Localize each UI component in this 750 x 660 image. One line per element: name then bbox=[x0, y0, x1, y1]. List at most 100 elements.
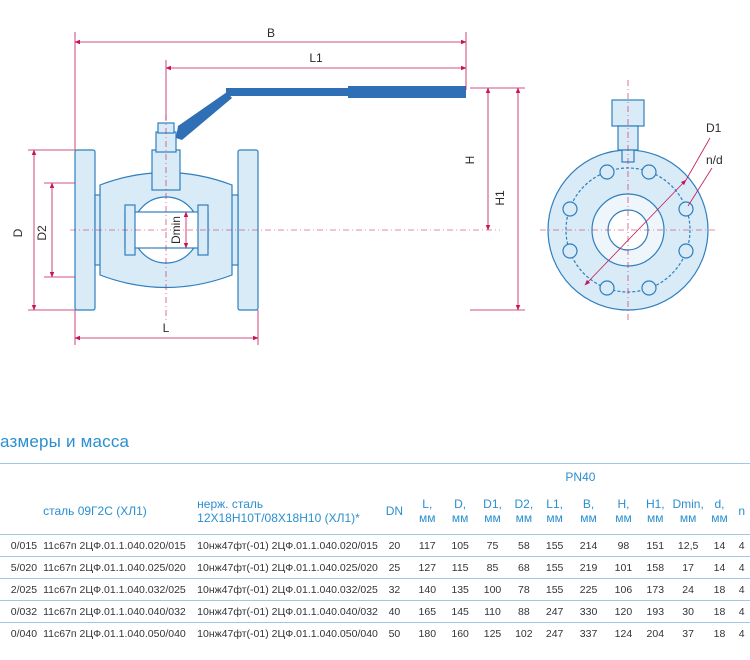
table-cell-b: 337 bbox=[570, 622, 608, 644]
table-cell-b: 214 bbox=[570, 534, 608, 557]
dim-label-h1: H1 bbox=[493, 190, 507, 206]
header-carbon-steel: сталь 09Г2С (ХЛ1) bbox=[43, 504, 147, 518]
header-l: L,мм bbox=[419, 497, 436, 525]
section-title: азмеры и масса bbox=[0, 432, 130, 451]
dim-label-d2: D2 bbox=[35, 225, 49, 241]
header-col1 bbox=[0, 488, 41, 535]
dim-label-l1: L1 bbox=[309, 51, 323, 65]
header-d: D,мм bbox=[451, 497, 469, 525]
table-cell-d: 14 bbox=[705, 534, 734, 557]
pressure-class-label: PN40 bbox=[565, 470, 596, 484]
header-h: H,мм bbox=[615, 497, 632, 525]
table-cell-dn: 40 bbox=[378, 600, 411, 623]
table-cell-d: 14 bbox=[705, 556, 734, 579]
valve-technical-drawing: B L1 H H1 D D2 Dmin L D1 n/d bbox=[11, 26, 723, 345]
header-l1: L1,мм bbox=[546, 497, 563, 525]
table-cell-dmin: 12,5 bbox=[670, 534, 706, 557]
table-cell-l: 127 bbox=[410, 556, 444, 579]
table-cell-dn: 32 bbox=[378, 578, 411, 601]
table-cell-dmin: 17 bbox=[670, 556, 706, 579]
table-cell-d: 18 bbox=[705, 600, 734, 623]
dim-label-h: H bbox=[463, 156, 477, 165]
table-cell-dn: 25 bbox=[378, 556, 411, 579]
table-cell-c2: 11с67п 2ЦФ.01.1.040.050/040 bbox=[41, 622, 196, 644]
table-cell-c3: 10нж47фт(-01) 2ЦФ.01.1.040.020/015 bbox=[195, 534, 378, 557]
table-cell-d2: 88 bbox=[508, 600, 540, 623]
table-cell-d1: 110 bbox=[476, 600, 509, 623]
table-cell-l1: 247 bbox=[539, 600, 571, 623]
table-cell-dmin: 37 bbox=[670, 622, 706, 644]
table-cell-h: 124 bbox=[607, 622, 640, 644]
table-cell-c3: 10нж47фт(-01) 2ЦФ.01.1.040.025/020 bbox=[195, 556, 378, 579]
table-cell-h: 120 bbox=[607, 600, 640, 623]
table-cell-h1: 151 bbox=[639, 534, 671, 557]
dim-label-l: L bbox=[163, 321, 170, 335]
table-cell-d2: 102 bbox=[508, 622, 540, 644]
header-d2: D2,мм bbox=[514, 497, 534, 525]
table-cell-dmin: 30 bbox=[670, 600, 706, 623]
table-cell-d1: 125 bbox=[476, 622, 509, 644]
table-cell-l1: 155 bbox=[539, 578, 571, 601]
table-cell-d1: 75 bbox=[476, 534, 509, 557]
table-cell-c2: 11с67п 2ЦФ.01.1.040.040/032 bbox=[41, 600, 196, 623]
valve-side-view bbox=[74, 122, 259, 311]
table-cell-d: 115 bbox=[443, 556, 477, 579]
table-cell-n: 4 bbox=[733, 534, 750, 557]
table-cell-c1: 2/025 bbox=[0, 578, 42, 601]
dim-label-b: B bbox=[267, 26, 275, 40]
table-cell-h1: 193 bbox=[639, 600, 671, 623]
table-cell-c1: 0/040 bbox=[0, 622, 42, 644]
table-cell-d: 18 bbox=[705, 622, 734, 644]
table-cell-l: 140 bbox=[410, 578, 444, 601]
table-cell-l1: 155 bbox=[539, 556, 571, 579]
table-cell-n: 4 bbox=[733, 622, 750, 644]
table-cell-c1: 0/015 bbox=[0, 534, 42, 557]
table-cell-b: 219 bbox=[570, 556, 608, 579]
dim-label-nd: n/d bbox=[706, 153, 723, 167]
table-cell-h: 98 bbox=[607, 534, 640, 557]
table-cell-c3: 10нж47фт(-01) 2ЦФ.01.1.040.032/025 bbox=[195, 578, 378, 601]
table-cell-l: 165 bbox=[410, 600, 444, 623]
table-cell-d: 18 bbox=[705, 578, 734, 601]
table-cell-l1: 155 bbox=[539, 534, 571, 557]
table-cell-dn: 20 bbox=[378, 534, 411, 557]
header-dmin: Dmin,мм bbox=[672, 497, 704, 525]
table-cell-c1: 0/032 bbox=[0, 600, 42, 623]
table-cell-d2: 78 bbox=[508, 578, 540, 601]
table-cell-c2: 11с67п 2ЦФ.01.1.040.025/020 bbox=[41, 556, 196, 579]
table-cell-l: 180 bbox=[410, 622, 444, 644]
table-cell-d2: 58 bbox=[508, 534, 540, 557]
table-cell-d: 135 bbox=[443, 578, 477, 601]
table-cell-b: 330 bbox=[570, 600, 608, 623]
table-cell-n: 4 bbox=[733, 600, 750, 623]
table-cell-d1: 100 bbox=[476, 578, 509, 601]
table-cell-l: 117 bbox=[410, 534, 444, 557]
table-cell-c3: 10нж47фт(-01) 2ЦФ.01.1.040.040/032 bbox=[195, 600, 378, 623]
table-cell-h1: 204 bbox=[639, 622, 671, 644]
table-cell-h1: 173 bbox=[639, 578, 671, 601]
table-cell-d2: 68 bbox=[508, 556, 540, 579]
header-b: B,мм bbox=[580, 497, 597, 525]
header-h1: H1,мм bbox=[645, 497, 665, 525]
header-d1: D1,мм bbox=[483, 497, 502, 525]
header-dn: DN bbox=[385, 504, 404, 518]
header-n: n bbox=[738, 504, 746, 518]
table-cell-h1: 158 bbox=[639, 556, 671, 579]
table-cell-c2: 11с67п 2ЦФ.01.1.040.032/025 bbox=[41, 578, 196, 601]
dim-label-d1: D1 bbox=[706, 121, 722, 135]
table-cell-h: 106 bbox=[607, 578, 640, 601]
table-cell-d: 160 bbox=[443, 622, 477, 644]
dim-label-d: D bbox=[11, 228, 25, 237]
table-cell-b: 225 bbox=[570, 578, 608, 601]
table-cell-l1: 247 bbox=[539, 622, 571, 644]
table-cell-c2: 11с67п 2ЦФ.01.1.040.020/015 bbox=[41, 534, 196, 557]
table-cell-h: 101 bbox=[607, 556, 640, 579]
